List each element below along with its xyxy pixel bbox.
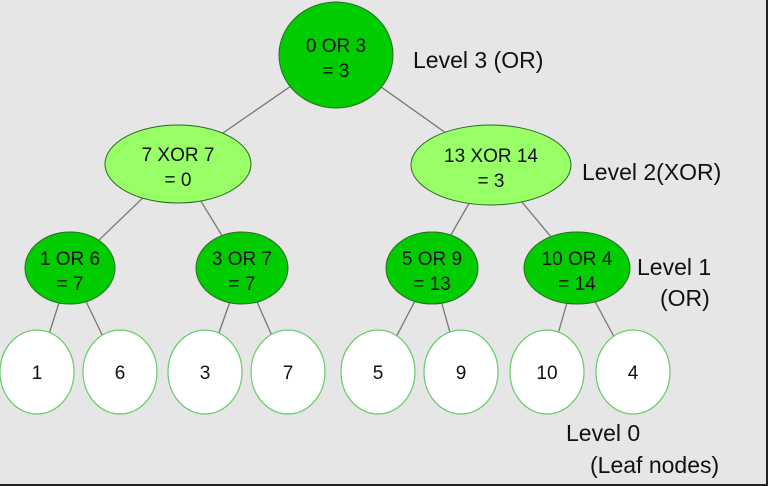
node-result: = 14 xyxy=(558,274,596,295)
node-xor_left: 7 XOR 7 = 0 xyxy=(104,124,252,204)
leaf-value: 6 xyxy=(115,363,126,384)
leaf-shape xyxy=(82,329,158,415)
leaf-node: 3 xyxy=(167,329,243,415)
leaf-node: 7 xyxy=(250,329,326,415)
node-shape xyxy=(24,231,116,305)
node-shape xyxy=(385,231,479,305)
label-level-0: Level 0 xyxy=(566,420,640,446)
leaf-value: 5 xyxy=(373,363,384,384)
node-or1: 1 OR 6 = 7 xyxy=(24,231,116,305)
node-xor_right: 13 XOR 14 = 3 xyxy=(410,124,572,206)
leaf-node: 6 xyxy=(82,329,158,415)
leaf-shape xyxy=(595,329,671,415)
node-shape xyxy=(278,1,394,109)
node-shape xyxy=(195,231,289,305)
node-expression: 5 OR 9 xyxy=(402,249,462,270)
leaf-node: 4 xyxy=(595,329,671,415)
node-or4: 10 OR 4 = 14 xyxy=(523,231,631,305)
node-shape xyxy=(410,124,572,206)
leaf-shape xyxy=(423,329,499,415)
label-level-1: Level 1 xyxy=(637,254,711,280)
node-shape xyxy=(104,124,252,204)
leaf-node: 5 xyxy=(340,329,416,415)
label-level-1-op: (OR) xyxy=(660,285,710,311)
leaf-shape xyxy=(0,329,75,415)
node-expression: 3 OR 7 xyxy=(212,249,272,270)
leaf-shape xyxy=(167,329,243,415)
leaf-node: 10 xyxy=(509,329,585,415)
node-expression: 1 OR 6 xyxy=(40,249,100,270)
label-level-0-desc: (Leaf nodes) xyxy=(590,452,719,478)
leaf-value: 3 xyxy=(200,363,211,384)
node-expression: 7 XOR 7 xyxy=(142,145,215,166)
node-or3: 5 OR 9 = 13 xyxy=(385,231,479,305)
node-expression: 0 OR 3 xyxy=(306,36,366,57)
leaf-value: 10 xyxy=(536,363,557,384)
node-result: = 3 xyxy=(323,61,350,82)
leaf-shape xyxy=(340,329,416,415)
node-result: = 13 xyxy=(413,274,451,295)
leaf-value: 7 xyxy=(283,363,294,384)
node-result: = 3 xyxy=(478,171,505,192)
leaf-node: 9 xyxy=(423,329,499,415)
node-or2: 3 OR 7 = 7 xyxy=(195,231,289,305)
label-level-3: Level 3 (OR) xyxy=(413,47,543,73)
label-level-2: Level 2(XOR) xyxy=(582,159,721,185)
leaf-value: 4 xyxy=(628,363,639,384)
node-result: = 0 xyxy=(165,170,192,191)
leaf-shape xyxy=(250,329,326,415)
node-result: = 7 xyxy=(229,274,256,295)
node-expression: 13 XOR 14 xyxy=(444,146,538,167)
node-expression: 10 OR 4 xyxy=(542,249,613,270)
node-root: 0 OR 3 = 3 xyxy=(278,1,394,109)
node-result: = 7 xyxy=(57,274,84,295)
leaf-value: 1 xyxy=(32,363,43,384)
node-shape xyxy=(523,231,631,305)
leaf-value: 9 xyxy=(456,363,467,384)
leaf-shape xyxy=(509,329,585,415)
leaf-node: 1 xyxy=(0,329,75,415)
